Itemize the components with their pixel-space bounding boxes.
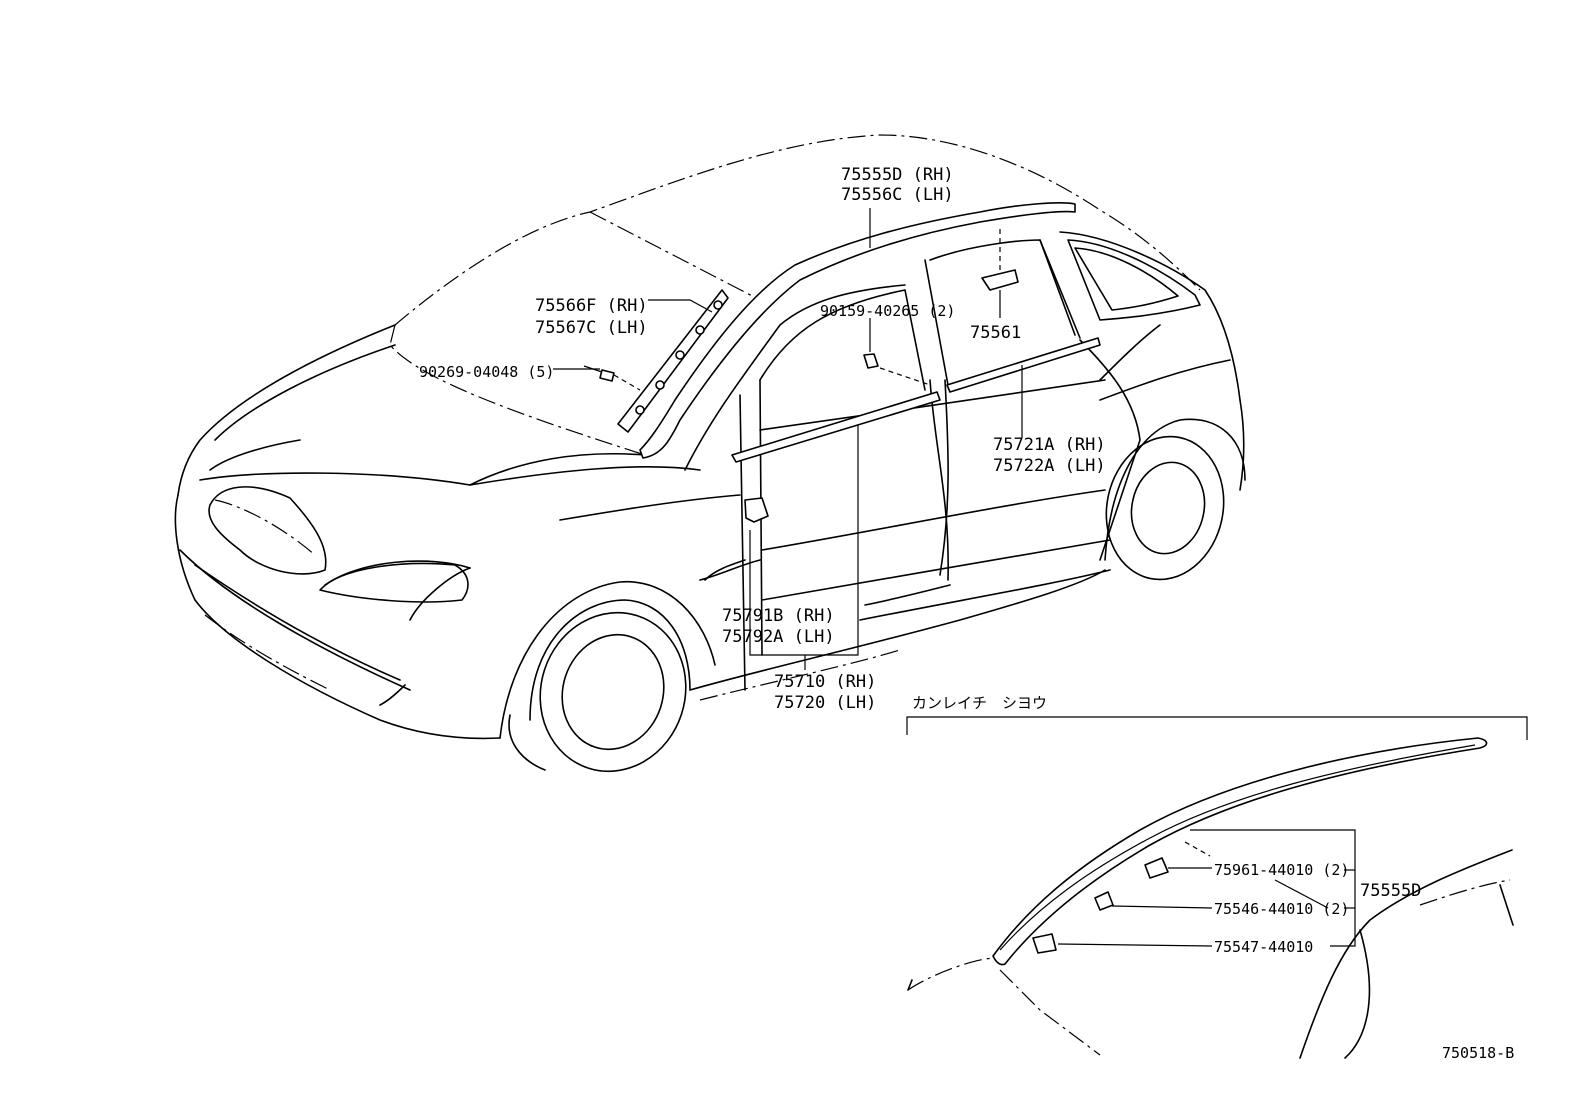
detail-inset: カンレイチ シヨウ 75961-44010 (2) 75546-44010 (2… xyxy=(906,694,1528,1059)
figure-code: 750518-B xyxy=(1442,1044,1514,1062)
callout-screw-door: 90159-40265 (2) xyxy=(820,302,955,320)
detail-assembly: 75555D xyxy=(1360,881,1421,901)
parts xyxy=(583,202,1101,523)
clip-icon xyxy=(744,497,769,523)
clip-icon xyxy=(981,269,1019,291)
car-illustration xyxy=(174,134,1246,773)
callout-roof-molding-rh: 75555D (RH) xyxy=(841,165,954,185)
callout-front-belt-rh: 75791B (RH) xyxy=(722,606,835,626)
callout-pillar-molding-rh: 75566F (RH) xyxy=(535,296,648,316)
callout-screw-front: 90269-04048 (5) xyxy=(419,363,554,381)
screw-icon xyxy=(599,369,615,382)
detail-clip-a: 75961-44010 (2) xyxy=(1214,861,1349,879)
callout-roof-molding-lh: 75556C (LH) xyxy=(841,185,954,205)
detail-clip-b: 75546-44010 (2) xyxy=(1214,900,1349,918)
screw-icon xyxy=(863,353,879,369)
detail-roof-molding xyxy=(992,737,1488,966)
clip-icon xyxy=(1094,891,1114,911)
leader-lines xyxy=(553,208,1023,670)
detail-title: カンレイチ シヨウ xyxy=(912,694,1047,712)
callout-clip-roof: 75561 xyxy=(970,323,1021,343)
callout-front-door-lh: 75720 (LH) xyxy=(774,693,876,713)
roof-drip-molding xyxy=(639,202,1076,459)
detail-clip-c: 75547-44010 xyxy=(1214,938,1313,956)
callout-rear-belt-lh: 75722A (LH) xyxy=(993,456,1106,476)
rear-belt-molding xyxy=(946,337,1101,393)
clip-icon xyxy=(1144,857,1169,879)
clip-icon xyxy=(1032,933,1057,954)
callout-rear-belt-rh: 75721A (RH) xyxy=(993,435,1106,455)
callout-front-belt-lh: 75792A (LH) xyxy=(722,627,835,647)
callout-labels: 75555D (RH) 75556C (LH) 75566F (RH) 7556… xyxy=(419,165,1106,713)
callout-front-door-rh: 75710 (RH) xyxy=(774,672,876,692)
callout-pillar-molding-lh: 75567C (LH) xyxy=(535,318,648,338)
front-belt-molding xyxy=(731,391,941,463)
